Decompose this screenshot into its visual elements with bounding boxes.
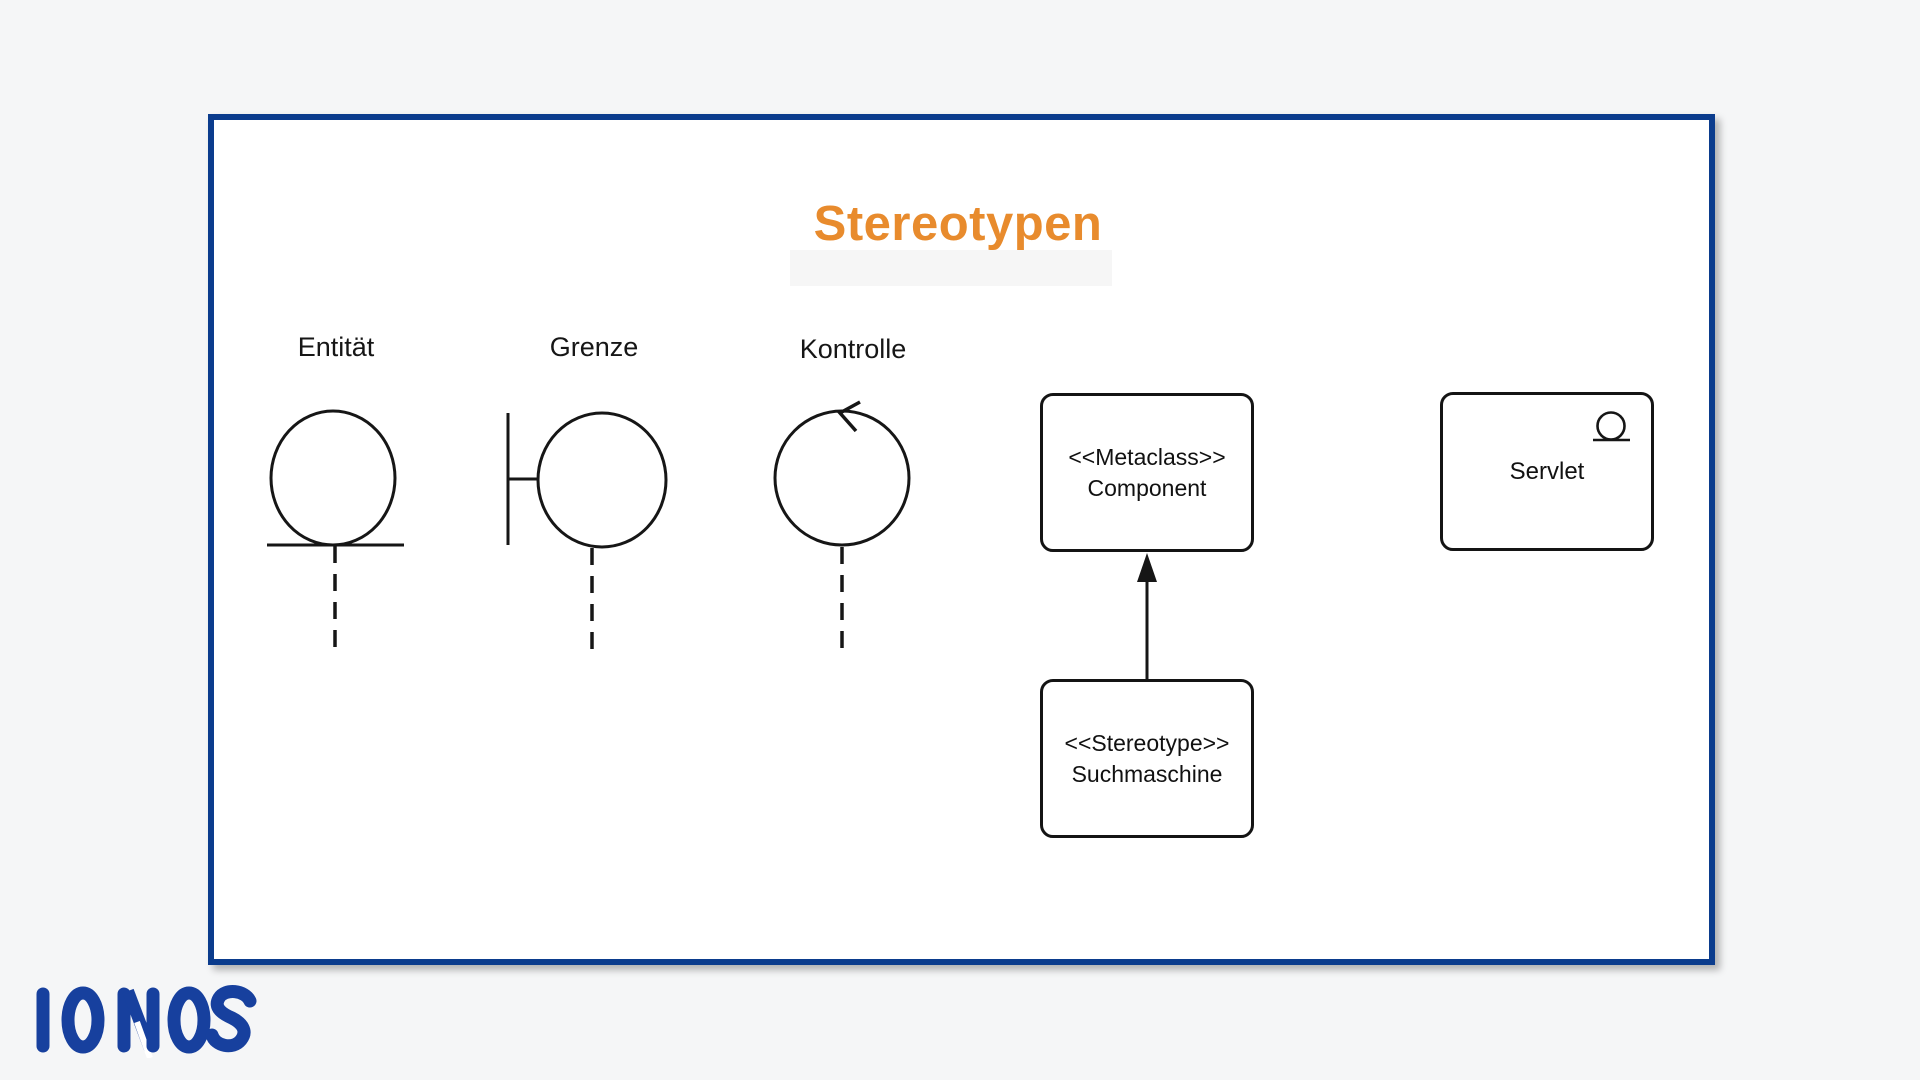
metaclass-name-text: Component bbox=[1087, 474, 1207, 501]
diagram-title: Stereotypen bbox=[813, 197, 1103, 251]
boundary-symbol-icon bbox=[506, 411, 668, 655]
ionos-logo bbox=[36, 985, 257, 1058]
title-highlight bbox=[790, 250, 1112, 286]
metaclass-box: <<Metaclass>> Component bbox=[1040, 393, 1254, 552]
boundary-label: Grenze bbox=[549, 332, 639, 362]
entity-symbol-icon bbox=[267, 409, 404, 655]
metaclass-stereotype-text: <<Metaclass>> bbox=[1068, 443, 1226, 470]
entity-label: Entität bbox=[297, 332, 375, 362]
stereotype-stereotype-text: <<Stereotype>> bbox=[1064, 729, 1230, 756]
extension-arrow bbox=[1137, 553, 1157, 682]
servlet-box: Servlet bbox=[1440, 392, 1654, 551]
entity-circle-icon bbox=[1593, 411, 1630, 442]
stereotype-name-text: Suchmaschine bbox=[1071, 760, 1223, 787]
control-label: Kontrolle bbox=[799, 334, 907, 364]
servlet-name-text: Servlet bbox=[1509, 458, 1585, 485]
control-symbol-icon bbox=[773, 400, 911, 655]
stereotype-box: <<Stereotype>> Suchmaschine bbox=[1040, 679, 1254, 838]
ionos-logo-text: IONOS bbox=[0, 0, 1, 1]
